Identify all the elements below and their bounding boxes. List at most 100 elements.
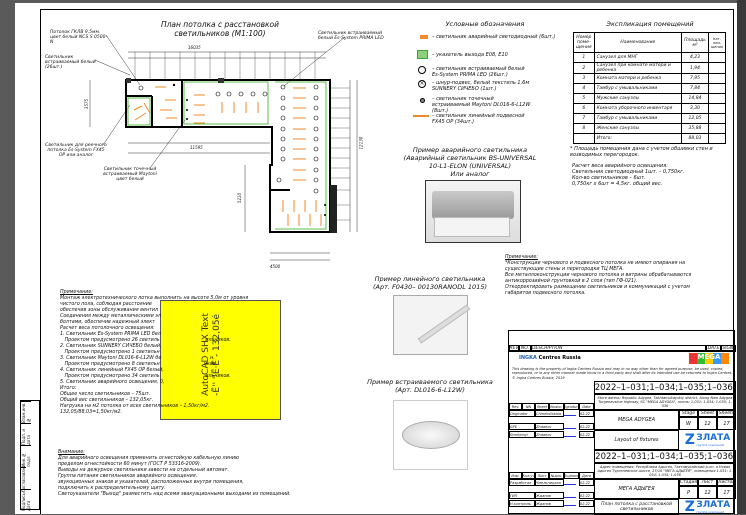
- company-sub: группа компаний: [696, 509, 724, 514]
- table-cell: 14,84: [681, 93, 709, 104]
- dark-shaft: [330, 185, 337, 233]
- note-line: Откорректировать размещение светильников…: [505, 285, 690, 290]
- table-cell: 7,84: [681, 83, 709, 94]
- note-line: болтами, обеспечив надежный элект: [60, 320, 155, 325]
- note-line: 3. Светильник Maytoni DL016-6-L12W бе н.: [60, 356, 215, 361]
- signer-field: 02.22: [579, 423, 594, 430]
- note-line: Все металлоконструкции чернового потолка…: [505, 273, 692, 278]
- signer-field: 02.22: [579, 500, 594, 507]
- table-cell: 12,05: [681, 113, 709, 124]
- stage-header: Листов: [717, 479, 736, 486]
- table-cell: 3: [573, 73, 595, 84]
- table-cell: [573, 133, 595, 144]
- callout-fx45: Светильник для реечного потолка Es-Syste…: [45, 143, 107, 158]
- caption-line: Или аналог: [450, 170, 490, 178]
- company-sub: группа компаний: [696, 442, 724, 447]
- company-name: ЗЛАТА: [696, 499, 731, 510]
- green-ceiling-edges: [127, 81, 327, 230]
- stage-header: Стадия: [679, 479, 698, 486]
- explication-footnote: * Площадь помещения дана с учетом обшивк…: [570, 146, 713, 158]
- callout-maytoni: Светильник точечный встраиваемый Maytoni…: [103, 167, 157, 182]
- stamp-field: Подпись/Дата: [21, 489, 31, 511]
- linear-light-icon: [413, 115, 429, 117]
- caption-line: Пример аварийного светильника: [412, 146, 528, 154]
- viewer-scrollbar[interactable]: [737, 0, 746, 514]
- note-line: Примечание:: [60, 290, 93, 295]
- drawing-code-en: 02.2022–1–031;1–034;1–035;1–036–AR: [594, 381, 736, 394]
- sign-col-header: Дата: [579, 472, 594, 479]
- callout-recessed: Светильник встраиваемый белый (26шт.): [45, 55, 96, 70]
- note-line: Общий вес светильников – 132,05кг.: [60, 398, 154, 403]
- signature: [563, 421, 581, 429]
- signer-field: ГИП: [509, 492, 535, 499]
- legend-item: – светильник линейный подвесной FX45 OP …: [432, 113, 525, 125]
- caption-line: Пример встраиваемого светильника: [367, 378, 493, 386]
- project-name-en: MEGA ADYGEA: [594, 410, 679, 430]
- stage-header: Лист: [698, 479, 717, 486]
- note-line: Внимание:: [58, 450, 85, 455]
- spot-light-icon: [420, 98, 425, 103]
- sign-col-header: Signature: [564, 403, 579, 410]
- recessed-example-caption: Пример встраиваемого светильника(Арт. DL…: [350, 378, 510, 394]
- exit-sign-icon: [417, 50, 428, 59]
- table-cell: [707, 93, 727, 104]
- rev-header: DATE: [706, 345, 721, 352]
- logo-text: INGKA: [519, 355, 537, 361]
- sign-col-header: №док.: [549, 472, 564, 479]
- stage-header: Sheet: [698, 410, 717, 417]
- table-cell: 1,94: [681, 62, 709, 74]
- signer-field: Жданов: [535, 492, 564, 499]
- note-line: Проектом предусмотрено 1 светильн: [60, 350, 160, 355]
- col-header: Номер поме-щения: [573, 32, 595, 53]
- copyright: © Ingka Centres Russia, 2019: [512, 376, 565, 380]
- table-cell: 4: [573, 83, 595, 94]
- dim-top: 16035: [188, 45, 201, 50]
- note-line: Светоуказатели "Выход" разместить над вс…: [58, 492, 291, 497]
- sign-col-header: Изм.: [509, 472, 522, 479]
- signer-field: Stroitelnyi: [509, 431, 535, 438]
- stamp-field: Взам.инв.№: [21, 401, 31, 423]
- table-cell: [707, 62, 727, 74]
- dim-left-bottom: 11595: [190, 145, 203, 150]
- address-ru: Адрес помещения: Республика Адыгея, Тахт…: [594, 463, 736, 479]
- note-line: 1. Светильник Es-System PRIMA LED бел: [60, 332, 161, 337]
- note-line: Примечание:: [505, 255, 538, 260]
- table-cell: [707, 83, 727, 94]
- note-line: Соединения между металлическими эл: [60, 314, 161, 319]
- walls: [125, 79, 331, 233]
- column: [126, 78, 131, 83]
- title-block: REV NO. DESCRIPTION DATE SIGN. INGKA Cen…: [508, 330, 736, 515]
- linear-example-caption: Пример линейного светильника(Арт. F0430–…: [350, 275, 510, 291]
- table-cell: Тамбур с умывальниками: [593, 83, 683, 94]
- table-cell: [707, 103, 727, 114]
- calc-line: 0,750кг х 6шт = 4,5кг. общий вес.: [572, 181, 663, 187]
- note-line: подключить к распределительному щиту.: [58, 486, 166, 491]
- signer-field: Chmelnitskaia: [535, 410, 564, 417]
- table-cell: Санузел при комнате матери и ребенка: [593, 62, 683, 74]
- attention-notes: Внимание:Для аварийного освещения примен…: [58, 450, 291, 498]
- legend-item: – шнур-подвес, белый текстиль 1,6м SUNNE…: [432, 80, 530, 92]
- signer-field: Жданов: [535, 500, 564, 507]
- sign-col-header: Rev.: [509, 403, 522, 410]
- table-cell: [707, 113, 727, 124]
- legend-title: Условные обозначения: [445, 20, 525, 28]
- table-cell: Мужские санузлы: [593, 93, 683, 104]
- sign-col-header: NN: [522, 403, 535, 410]
- stage-value: Р: [679, 486, 698, 499]
- note-line: 2. Светильник SUNNERY СИЧЕБО белый,: [60, 344, 162, 349]
- legend-item: – светильник аварийный светодиодный (6шт…: [432, 34, 556, 40]
- explication-title: Экспликация помещений: [606, 20, 694, 28]
- notes-right: Примечание:*Конструкции чернового и подв…: [505, 255, 691, 297]
- sheet-title-en: Layout of fixtures: [594, 430, 679, 450]
- note-line: 4. Светильник линейный FX45 OP белый,: [60, 368, 164, 373]
- table-cell: [707, 123, 727, 134]
- table-cell: Санузел для МНГ: [593, 52, 683, 63]
- table-cell: 7,95: [681, 73, 709, 84]
